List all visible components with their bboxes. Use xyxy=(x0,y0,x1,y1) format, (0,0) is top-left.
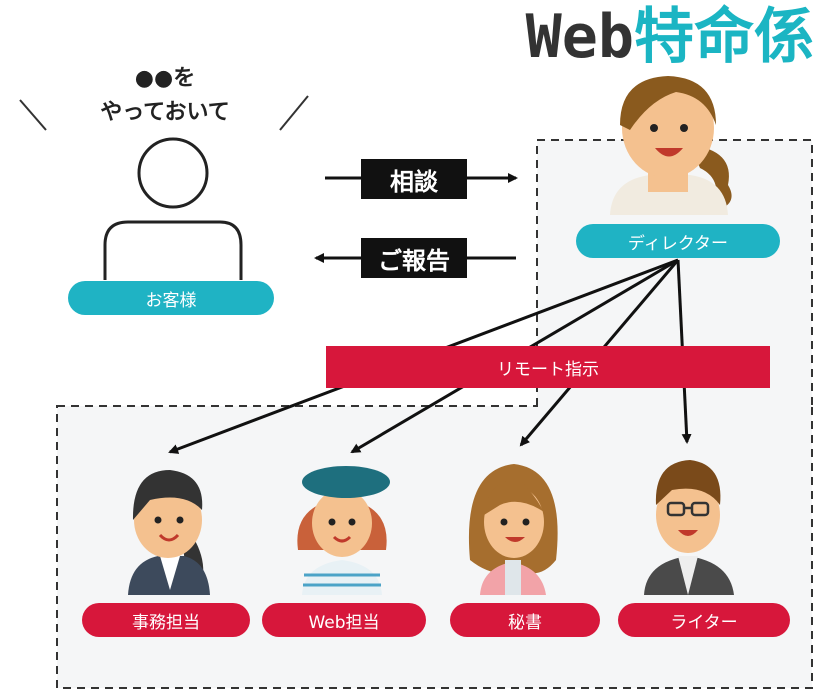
beret-woman-icon xyxy=(297,466,390,595)
staff-label-web: Web担当 xyxy=(262,603,426,637)
consult-label: 相談 xyxy=(361,159,467,199)
title-part-tokumeigakari: 特命係 xyxy=(634,2,814,72)
client-label: お客様 xyxy=(68,281,274,315)
director-label: ディレクター xyxy=(576,224,780,258)
speech-bubble: ●●を やっておいて xyxy=(70,62,260,130)
staff-label-writer: ライター xyxy=(618,603,790,637)
title-part-web: Web xyxy=(525,2,634,72)
staff-label-secretary: 秘書 xyxy=(450,603,600,637)
remote-instruction-bar: リモート指示 xyxy=(326,346,770,388)
speech-line-1: ●●を xyxy=(134,66,196,91)
long-hair-woman-icon xyxy=(468,464,558,595)
director-woman-icon xyxy=(610,76,732,215)
speech-line-right xyxy=(279,95,309,131)
speech-line-2: やっておいて xyxy=(100,100,230,125)
speech-line-left xyxy=(19,99,47,131)
director-group-box xyxy=(536,139,813,405)
office-worker-woman-icon xyxy=(128,470,210,595)
page-title: Web特命係 xyxy=(526,2,814,72)
report-label: ご報告 xyxy=(361,238,467,278)
staff-label-office: 事務担当 xyxy=(82,603,250,637)
glasses-man-icon xyxy=(644,460,734,595)
client-person-icon xyxy=(103,137,243,280)
